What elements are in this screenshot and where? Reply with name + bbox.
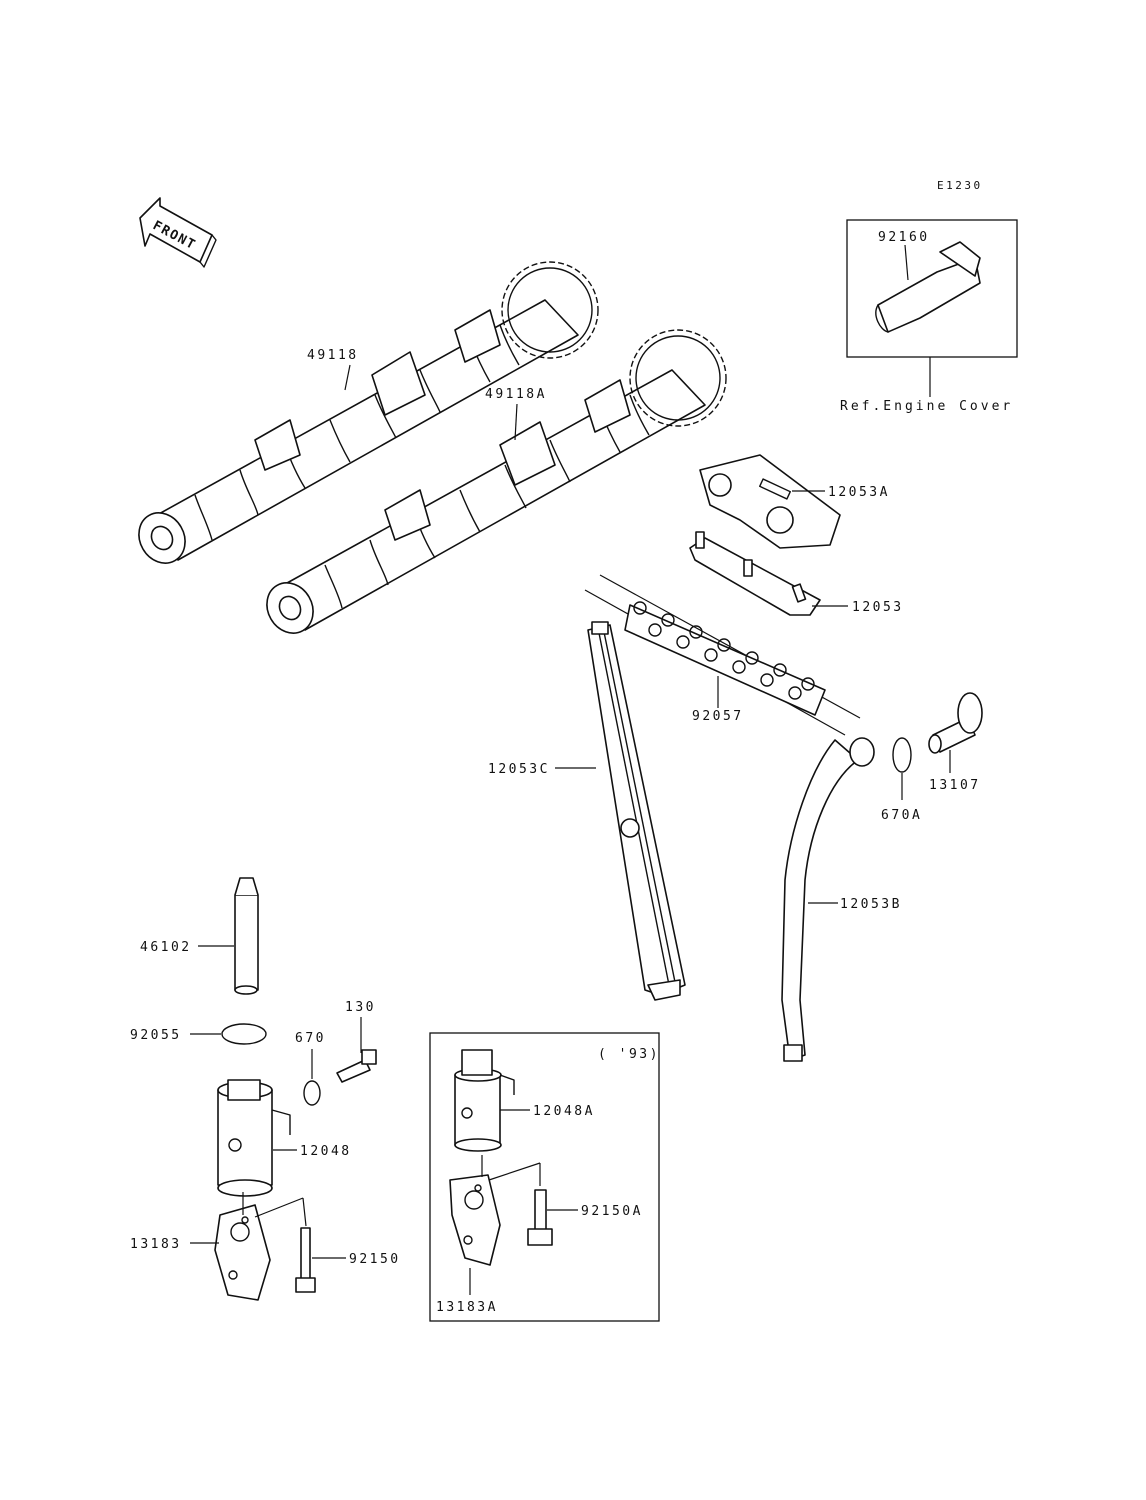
- label-tensioner-93: 12048A: [533, 1104, 595, 1119]
- chain-guide-front: [587, 621, 686, 1001]
- label-chain-guide-rear: 12053B: [840, 897, 902, 912]
- engine-cover-inset: [846, 219, 1018, 397]
- label-oring-large: 92055: [130, 1028, 182, 1043]
- cam-holder-upper: [699, 454, 841, 549]
- oring-small: [303, 1080, 321, 1106]
- label-cover-part: 92160: [878, 230, 930, 245]
- bracket: [214, 1192, 271, 1301]
- cam-holder-lower: [689, 531, 821, 616]
- label-tensioner: 12048: [300, 1144, 352, 1159]
- inset-note: Ref.Engine Cover: [840, 399, 1013, 414]
- label-oring-small: 670: [295, 1031, 326, 1046]
- tensioner-assembly: [217, 1079, 291, 1197]
- label-chain-guide-front: 12053C: [488, 762, 550, 777]
- timing-chain: [584, 574, 861, 736]
- tensioner-rod: [234, 877, 259, 995]
- variant-note: ( '93): [598, 1047, 660, 1062]
- chain-guide-rear: [781, 737, 875, 1062]
- label-cam-holder-lower: 12053: [852, 600, 904, 615]
- oring-guide: [892, 737, 912, 773]
- label-timing-chain: 92057: [692, 709, 744, 724]
- pivot-bolt: [928, 692, 983, 754]
- bolt-93: [527, 1189, 553, 1246]
- label-pivot-bolt: 13107: [929, 778, 981, 793]
- label-bracket: 13183: [130, 1237, 182, 1252]
- label-camshaft-exhaust: 49118: [307, 348, 359, 363]
- label-bolt-92150: 92150: [349, 1252, 401, 1267]
- bracket-93: [449, 1155, 541, 1266]
- camshaft-exhaust: [138, 261, 599, 564]
- camshaft-intake: [266, 329, 727, 634]
- label-bolt-130: 130: [345, 1000, 376, 1015]
- label-tensioner-rod: 46102: [140, 940, 192, 955]
- label-camshaft-intake: 49118A: [485, 387, 547, 402]
- label-bracket-93: 13183A: [436, 1300, 498, 1315]
- bolt-130: [336, 1049, 377, 1083]
- label-oring-guide: 670A: [881, 808, 922, 823]
- label-cam-holder-upper: 12053A: [828, 485, 890, 500]
- diagram-code: E1230: [937, 179, 983, 192]
- variant-93-inset: [429, 1032, 660, 1322]
- bolt-92150: [254, 1197, 316, 1293]
- tensioner-93: [454, 1049, 515, 1152]
- oring-large: [221, 1023, 267, 1045]
- front-arrow-icon: FRONT: [139, 197, 217, 268]
- label-bolt-93: 92150A: [581, 1204, 643, 1219]
